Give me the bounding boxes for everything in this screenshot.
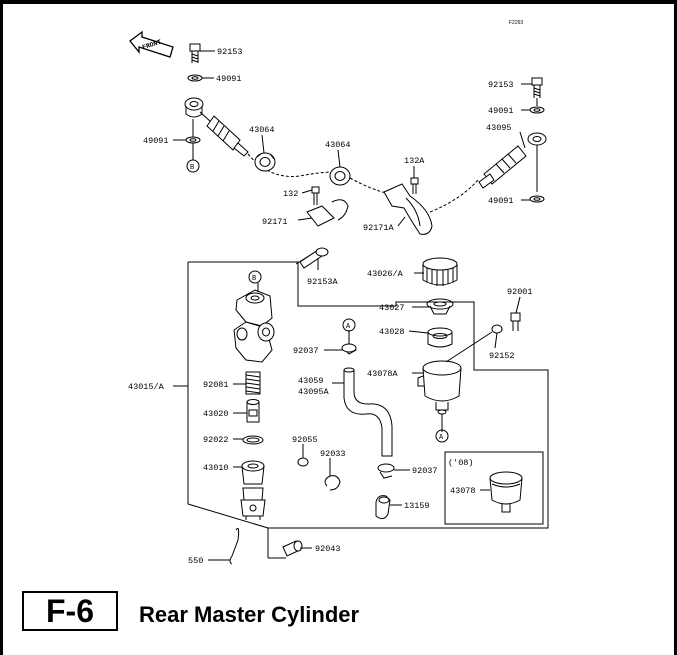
model-year-label: ('08) — [448, 458, 474, 468]
part-label-92171: 92171 — [262, 217, 288, 227]
part-label-43078a: 43078A — [367, 369, 399, 379]
part-label-92037-upper: 92037 — [293, 346, 319, 356]
part-label-13159: 13159 — [404, 501, 430, 511]
callout-a-upper: A — [346, 323, 351, 331]
part-label-43027: 43027 — [379, 303, 405, 313]
part-label-92001: 92001 — [507, 287, 533, 297]
figure-code: F2293 — [509, 20, 523, 26]
section-title: Rear Master Cylinder — [139, 602, 360, 627]
reservoir-illustration — [417, 257, 521, 426]
part-label-92171a: 92171A — [363, 223, 395, 233]
part-label-43015a: 43015/A — [128, 382, 165, 392]
part-label-49091-top-right: 49091 — [488, 106, 514, 116]
part-label-43059: 43059 — [298, 376, 324, 386]
part-label-43095a: 43095A — [298, 387, 330, 397]
part-label-49091-top-left: 49091 — [216, 74, 242, 84]
callout-b-lower: B — [252, 275, 256, 283]
part-label-49091-right: 49091 — [488, 196, 514, 206]
section-code-box: F-6 — [22, 591, 118, 631]
part-label-43010: 43010 — [203, 463, 229, 473]
reservoir-08-illustration — [489, 471, 523, 513]
callout-b-upper: B — [190, 164, 194, 172]
part-label-92055: 92055 — [292, 435, 318, 445]
part-label-132a: 132A — [404, 156, 425, 166]
part-label-43026a: 43026/A — [367, 269, 404, 279]
part-label-92043: 92043 — [315, 544, 341, 554]
part-label-92022: 92022 — [203, 435, 229, 445]
part-label-92153a: 92153A — [307, 277, 339, 287]
part-label-92153-top-right: 92153 — [488, 80, 514, 90]
front-arrow-icon — [129, 30, 174, 58]
part-label-43020: 43020 — [203, 409, 229, 419]
master-cylinder-illustration — [229, 247, 329, 565]
part-label-43064-left: 43064 — [249, 125, 275, 135]
part-label-92153-top-left: 92153 — [217, 47, 243, 57]
part-label-550: 550 — [188, 556, 203, 566]
assembly-group-outline — [188, 261, 549, 529]
model-year-inset-box — [444, 451, 544, 525]
part-label-43095: 43095 — [486, 123, 512, 133]
callout-a-lower: A — [439, 434, 444, 442]
part-label-92033: 92033 — [320, 449, 346, 459]
top-rule — [0, 0, 677, 4]
part-label-92037-lower: 92037 — [412, 466, 438, 476]
part-label-92152: 92152 — [489, 351, 515, 361]
part-label-43028: 43028 — [379, 327, 405, 337]
reservoir-hose-illustration — [297, 343, 395, 520]
part-label-43064-right: 43064 — [325, 140, 351, 150]
part-label-49091-left: 49091 — [143, 136, 169, 146]
upper-brake-hose-illustration — [184, 43, 547, 235]
part-label-132: 132 — [283, 189, 298, 199]
section-code: F-6 — [46, 592, 94, 629]
part-label-43078: 43078 — [450, 486, 476, 496]
part-label-92081: 92081 — [203, 380, 229, 390]
